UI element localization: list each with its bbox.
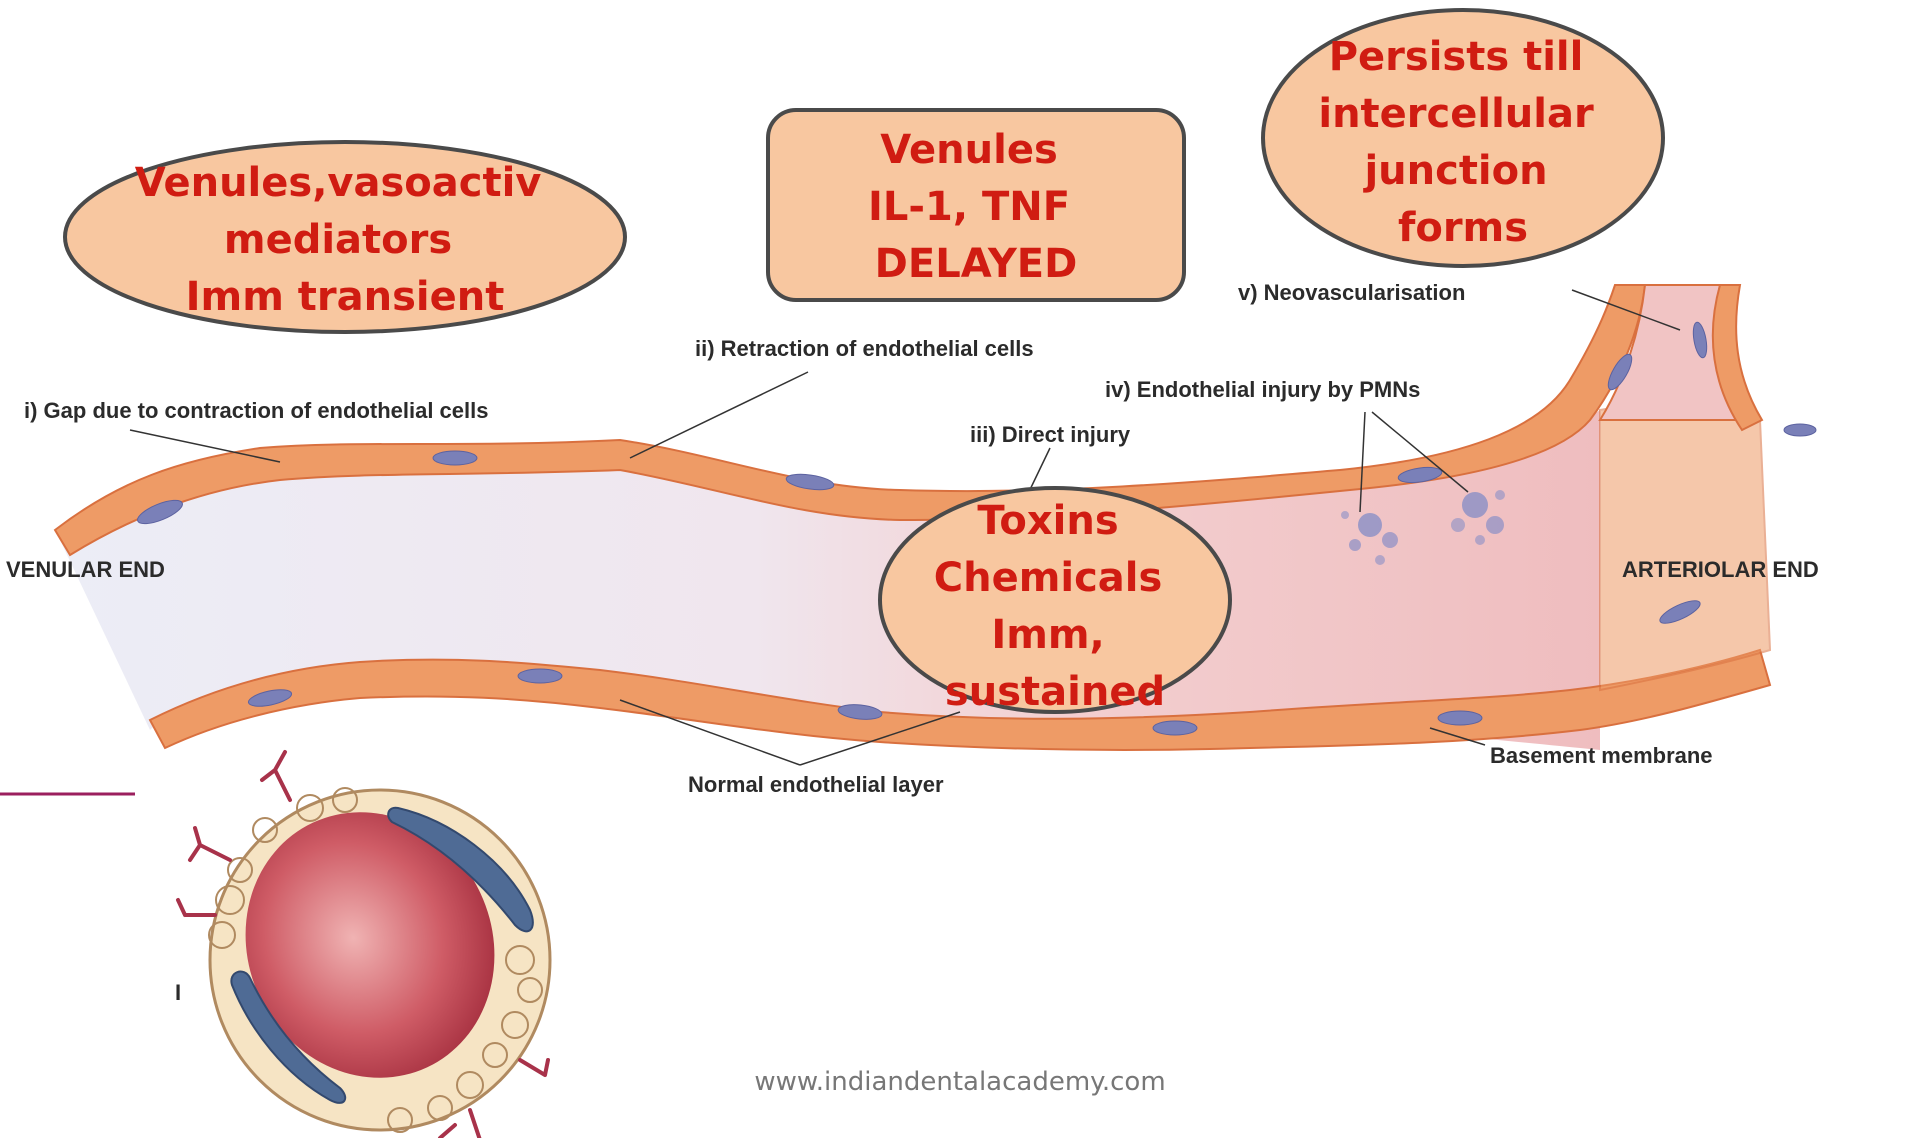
- label-neovascularisation: v) Neovascularisation: [1238, 280, 1465, 305]
- callout-line: Imm transient: [186, 274, 505, 320]
- footer-url: www.indiandentalacademy.com: [754, 1067, 1165, 1097]
- callout-direct-injury: Toxins Chemicals Imm, sustained: [880, 488, 1230, 715]
- label-venular-end: VENULAR END: [6, 557, 165, 582]
- arteriolar-wall: [1600, 406, 1770, 690]
- callout-line: Venules,vasoactiv: [135, 160, 542, 206]
- callout-line: IL-1, TNF: [868, 184, 1070, 230]
- callout-line: Venules: [880, 127, 1058, 173]
- callout-delayed: Venules IL-1, TNF DELAYED: [768, 110, 1184, 300]
- callout-line: DELAYED: [875, 241, 1078, 287]
- callout-persists: Persists till intercellular junction for…: [1263, 10, 1663, 266]
- label-pmn-injury: iv) Endothelial injury by PMNs: [1105, 377, 1420, 402]
- label-direct-injury: iii) Direct injury: [970, 422, 1131, 447]
- callout-line: mediators: [224, 217, 452, 263]
- callout-line: intercellular: [1318, 91, 1594, 137]
- callout-line: Imm,: [991, 612, 1104, 658]
- svg-text:Venules IL-1, TNF: Venules IL-1, TNF DELAYED: [868, 127, 1084, 287]
- label-normal-layer: Normal endothelial layer: [688, 772, 944, 797]
- callout-line: Chemicals: [934, 555, 1163, 601]
- label-gap: i) Gap due to contraction of endothelial…: [24, 398, 489, 423]
- label-retraction: ii) Retraction of endothelial cells: [695, 336, 1034, 361]
- label-basement-membrane: Basement membrane: [1490, 743, 1713, 768]
- cross-section-label: I: [175, 980, 181, 1005]
- callout-line: sustained: [945, 669, 1165, 715]
- callout-line: forms: [1398, 205, 1528, 251]
- callout-immediate-transient: Venules,vasoactiv mediators Imm transien…: [65, 142, 625, 332]
- callout-line: junction: [1362, 148, 1547, 194]
- callout-line: Toxins: [977, 498, 1118, 544]
- callout-line: Persists till: [1329, 34, 1584, 80]
- vessel-cross-section: I: [175, 752, 550, 1138]
- label-arteriolar-end: ARTERIOLAR END: [1622, 557, 1819, 582]
